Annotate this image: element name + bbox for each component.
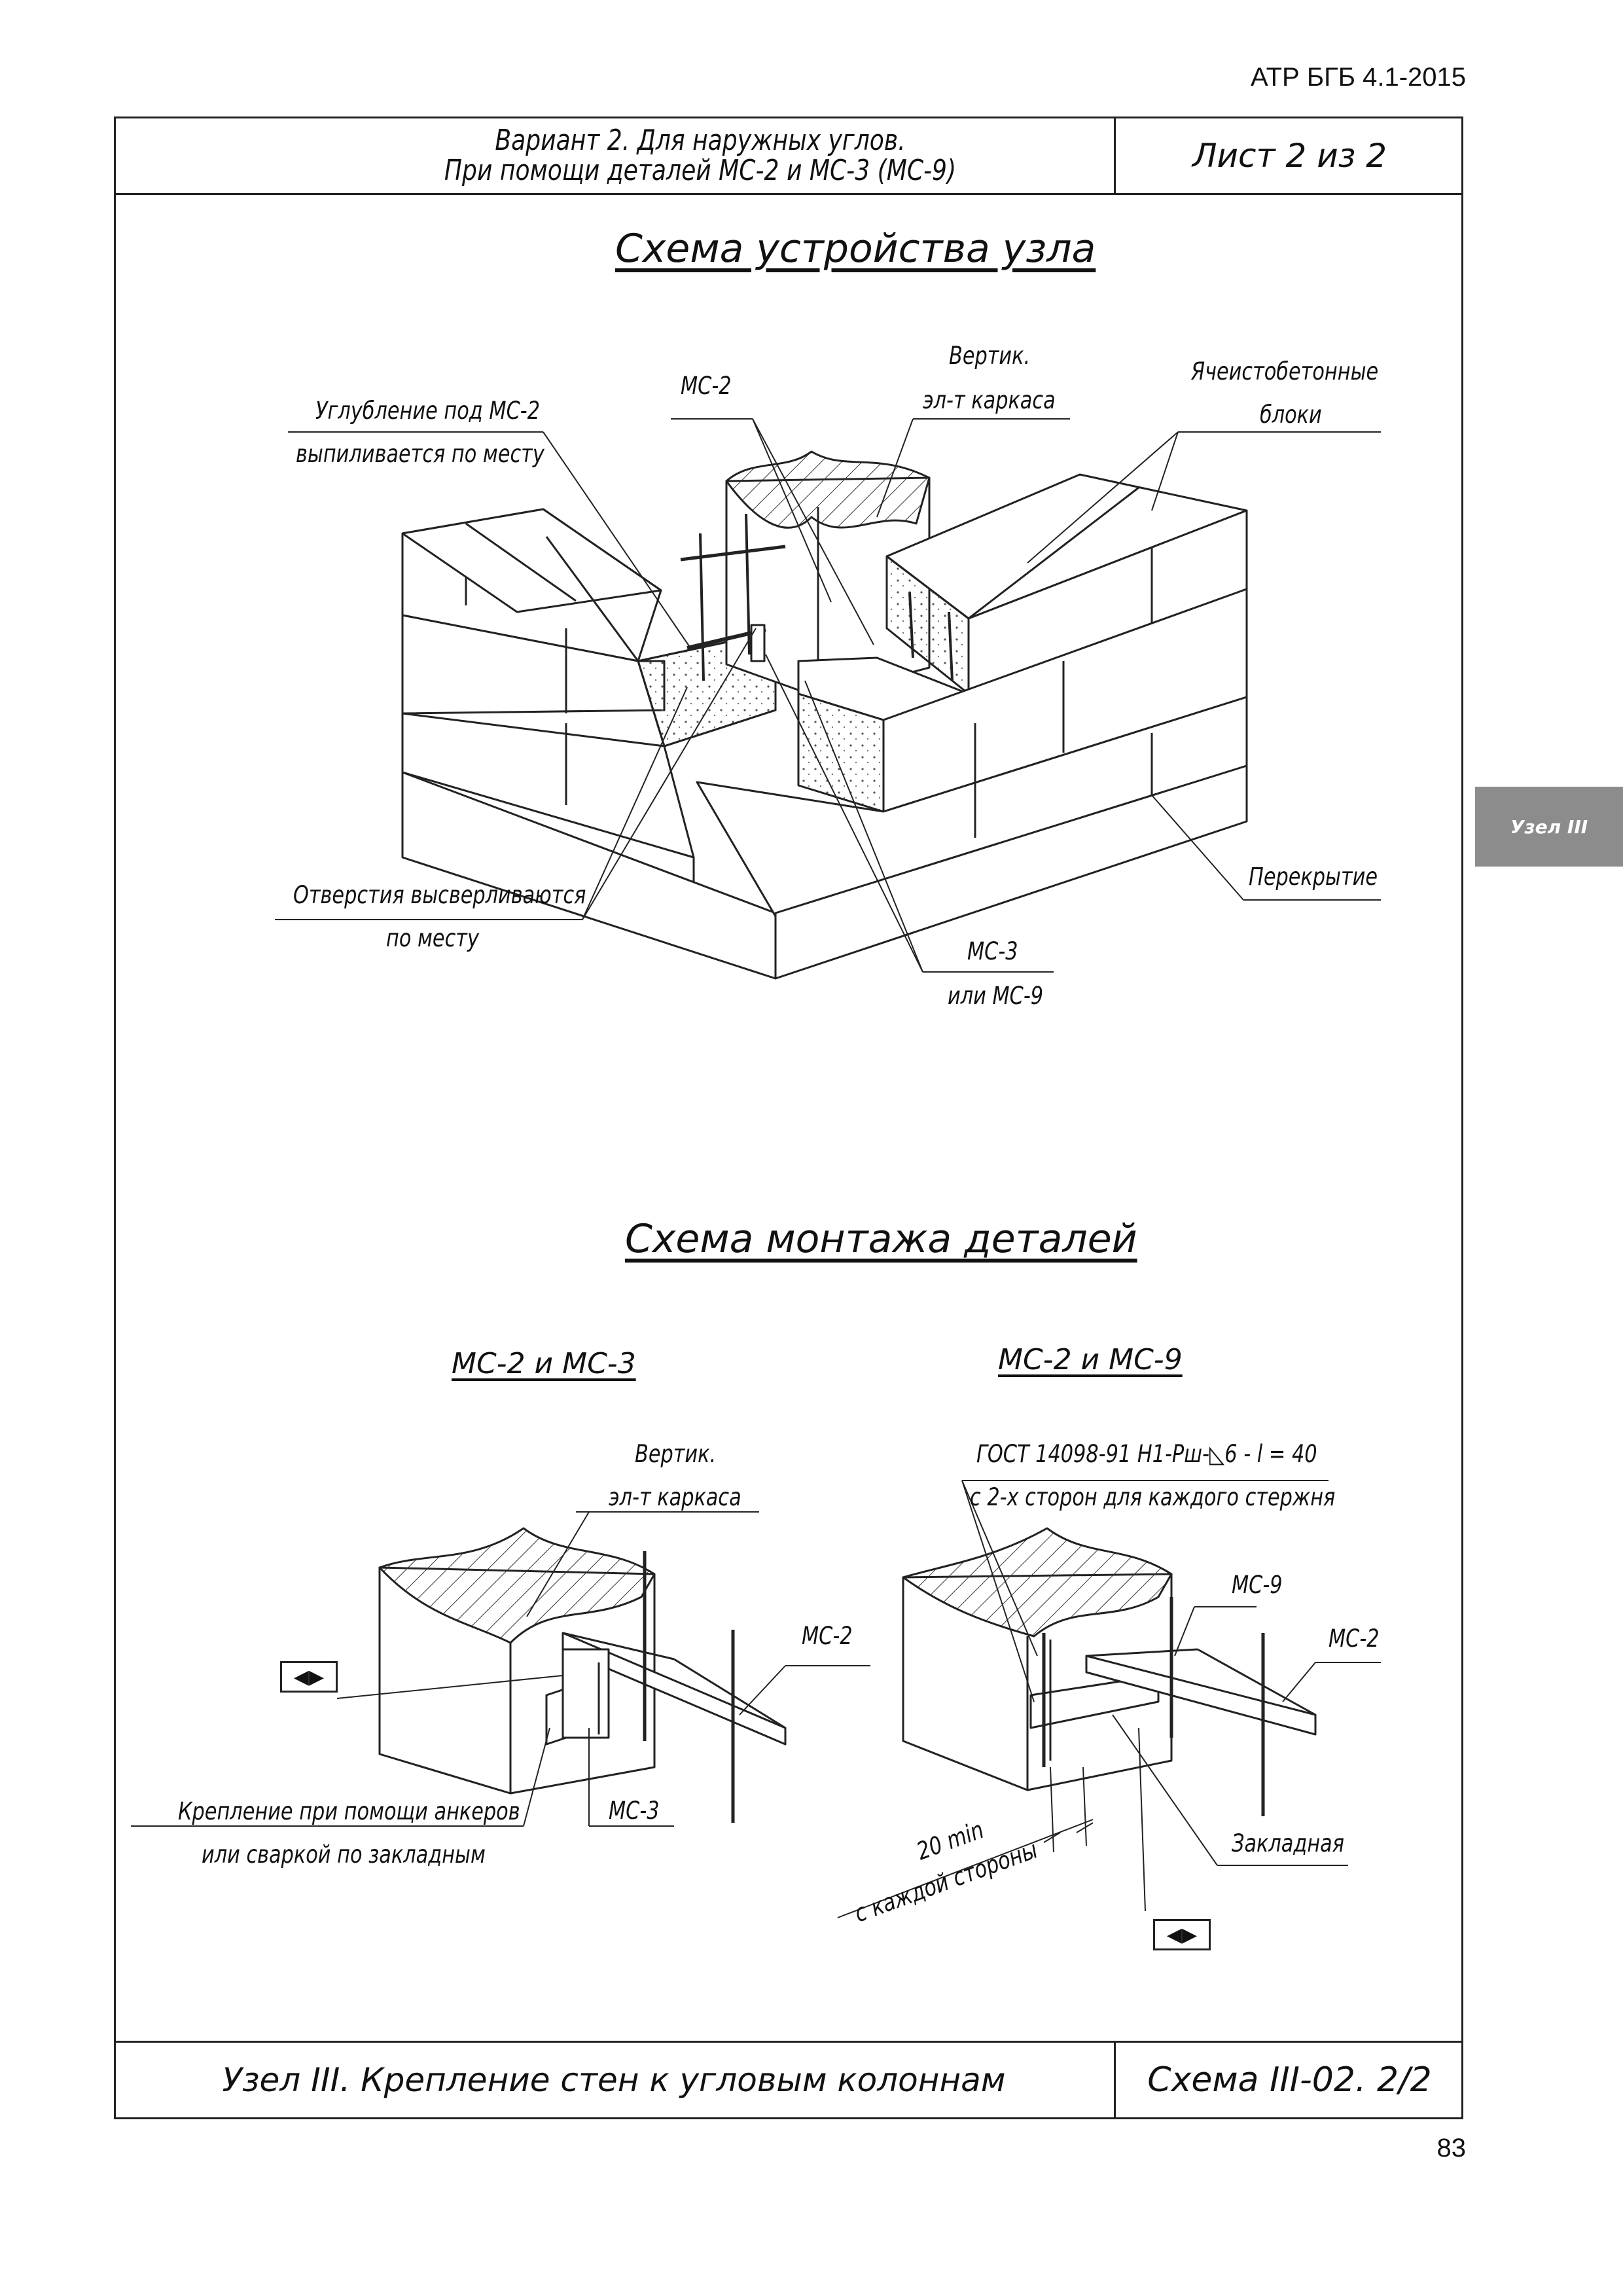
label-vertical-1: Вертик. [949, 342, 1031, 370]
drawing-frame [114, 117, 1463, 2119]
right-gost-1: ГОСТ 14098-91 Н1-Рш-◺6 - l = 40 [976, 1440, 1317, 1468]
label-groove-1: Углубление под МС-2 [315, 397, 541, 425]
right-gost-2: с 2-х сторон для каждого стержня [970, 1483, 1336, 1511]
left-mc3: МС-3 [609, 1797, 660, 1825]
right-mc9: МС-9 [1232, 1571, 1283, 1599]
header-title-line1: Вариант 2. Для наружных углов. [495, 124, 906, 157]
section2-title: Схема монтажа деталей [625, 1216, 1137, 1262]
footer-title: Узел III. Крепление стен к угловым колон… [222, 2061, 1006, 2099]
section1-title: Схема устройства узла [615, 226, 1096, 272]
left-arrow-symbol: ◀▶ [280, 1661, 338, 1693]
label-mc3-2: или МС-9 [948, 982, 1044, 1010]
page-number: 83 [1436, 2134, 1467, 2162]
wall-corner-drawing [401, 450, 1248, 980]
document-code: АТР БГБ 4.1-2015 [1251, 63, 1466, 92]
right-arrow-symbol: ◀▶ [1153, 1919, 1211, 1950]
mounting-left-leaders [131, 1511, 870, 1827]
left-fix-1: Крепление при помощи анкеров [178, 1797, 520, 1825]
mounting-right-drawing [902, 1527, 1317, 1816]
header-title-line2: При помощи деталей МС-2 и МС-3 (МС-9) [444, 154, 957, 187]
mounting-right-leaders [837, 1480, 1381, 1918]
sheet-number: Лист 2 из 2 [1192, 137, 1387, 175]
header-row [114, 117, 1463, 195]
label-holes-1: Отверстия высверливаются [293, 881, 586, 909]
label-mc2: МС-2 [681, 372, 732, 400]
footer-row [114, 2041, 1463, 2119]
section1-leaders [275, 418, 1381, 973]
label-floor: Перекрытие [1249, 863, 1378, 891]
label-mc3-1: МС-3 [967, 937, 1018, 965]
right-mc2: МС-2 [1329, 1624, 1380, 1653]
label-vertical-2: эл-т каркаса [923, 386, 1056, 414]
label-cellular-2: блоки [1260, 401, 1322, 429]
left-subtitle: МС-2 и МС-3 [452, 1347, 636, 1380]
right-subtitle: МС-2 и МС-9 [998, 1343, 1183, 1376]
mounting-left-drawing [378, 1527, 787, 1823]
header-title: Вариант 2. Для наружных углов. При помощ… [378, 126, 1022, 186]
left-fix-2: или сваркой по закладным [202, 1840, 486, 1869]
left-mc2: МС-2 [802, 1622, 853, 1650]
footer-scheme: Схема III-02. 2/2 [1147, 2060, 1432, 2100]
label-holes-2: по месту [386, 924, 479, 952]
header-divider [1114, 117, 1116, 195]
side-tab[interactable]: Узел III [1475, 787, 1623, 867]
label-cellular-1: Ячеистобетонные [1191, 357, 1379, 386]
left-vertical-2: эл-т каркаса [609, 1483, 741, 1511]
left-vertical-1: Вертик. [635, 1440, 717, 1468]
right-embedded: Закладная [1232, 1829, 1345, 1857]
label-groove-2: выпиливается по месту [296, 440, 544, 468]
footer-divider [1114, 2041, 1116, 2119]
